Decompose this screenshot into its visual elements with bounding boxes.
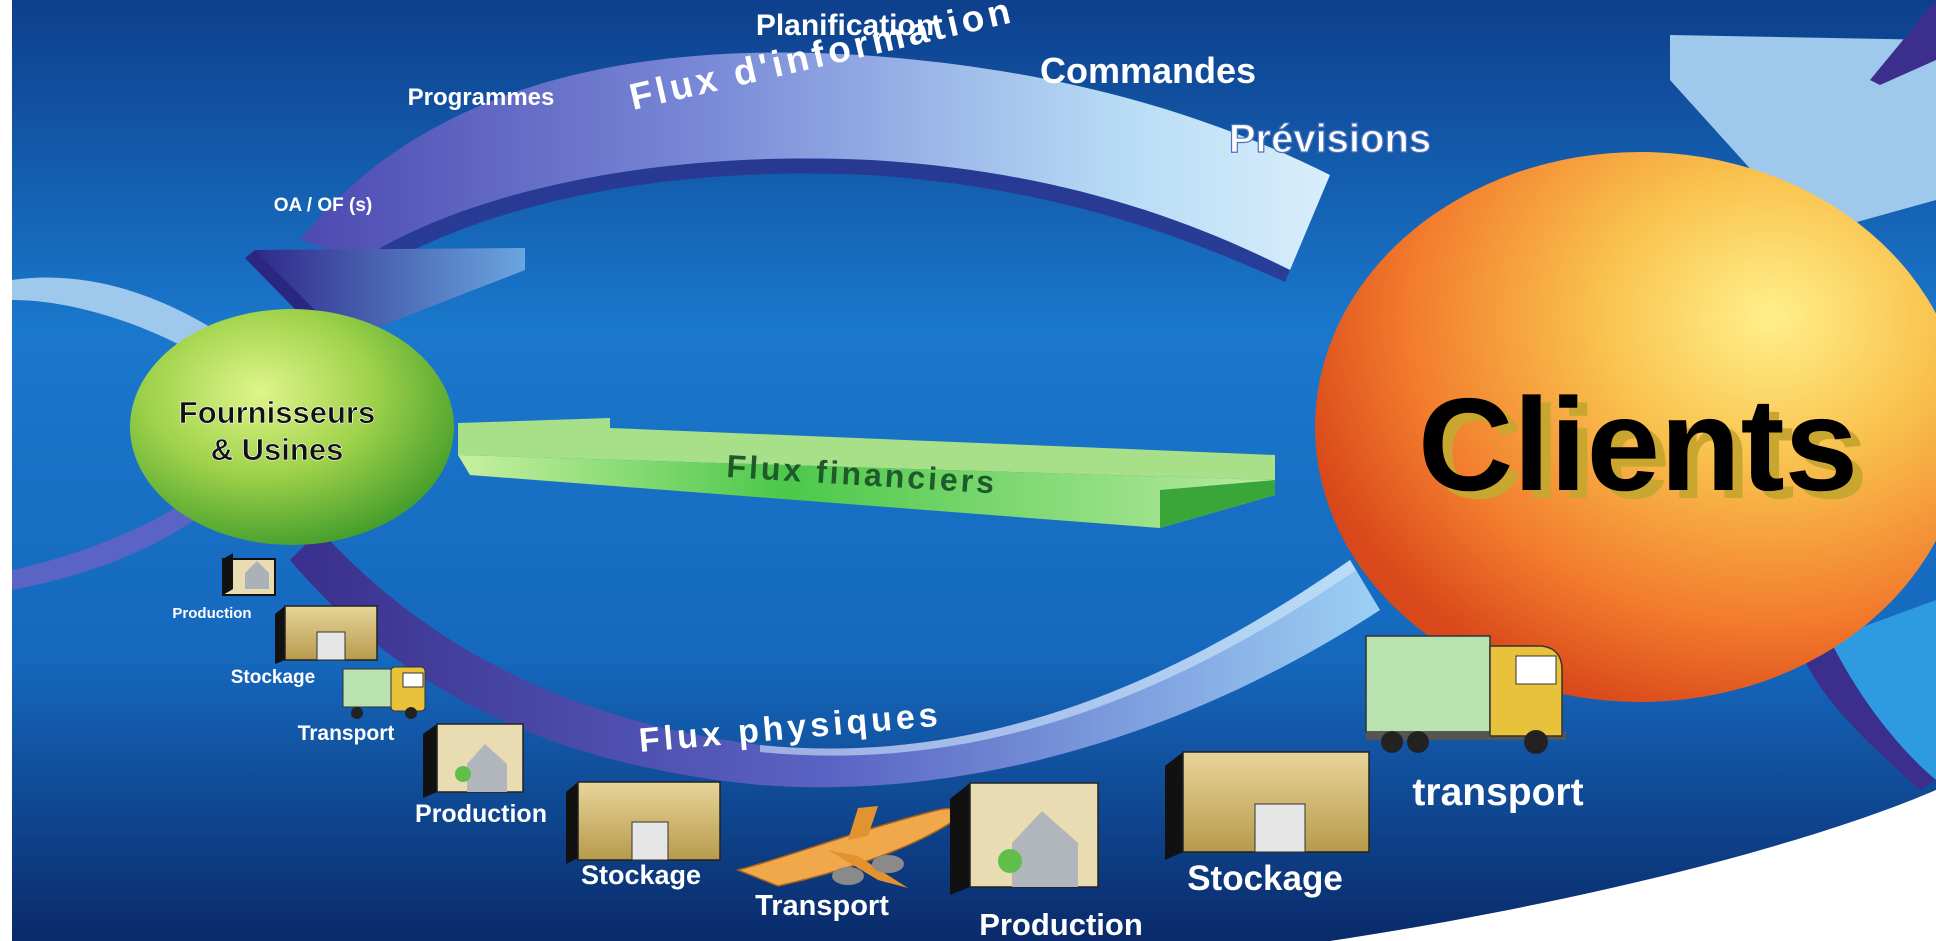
left-stream-top — [12, 277, 215, 345]
suppliers-label-line2: & Usines — [211, 432, 344, 467]
right-stream-edge — [1800, 640, 1936, 790]
clients-label: Clients — [1418, 371, 1858, 518]
warehouse-icon — [1165, 751, 1370, 860]
suppliers-label-line1: Fournisseurs — [179, 395, 375, 430]
step-label-transport-1: Transport — [298, 722, 395, 745]
clients-node — [1315, 152, 1936, 702]
factory-icon — [950, 782, 1099, 895]
physical-steps: Production Stockage Transport Production — [172, 553, 1584, 941]
step-label-production-1: Production — [172, 605, 251, 622]
step-label-production-3: Production — [979, 907, 1143, 941]
left-stream-bottom — [12, 505, 195, 590]
financial-flow-arrow — [458, 418, 1275, 528]
info-item-planification: Planification — [756, 9, 934, 42]
suppliers-node — [130, 309, 454, 545]
info-item-programmes: Programmes — [408, 84, 555, 111]
truck-icon — [1365, 635, 1566, 754]
step-label-transport-2: Transport — [755, 890, 889, 922]
info-item-previsions: Prévisions — [1229, 117, 1431, 161]
step-label-transport-3: transport — [1412, 771, 1583, 814]
warehouse-icon — [566, 781, 721, 864]
step-label-stockage-2: Stockage — [581, 860, 701, 890]
step-label-production-2: Production — [415, 800, 547, 828]
physical-flow-arrow — [290, 530, 1380, 788]
info-item-oa-of: OA / OF (s) — [274, 195, 373, 216]
step-label-stockage-1: Stockage — [231, 667, 315, 688]
white-corner — [1330, 790, 1936, 941]
clients-label-shadow: Clients — [1428, 379, 1868, 526]
step-label-stockage-3: Stockage — [1187, 859, 1343, 898]
info-item-commandes: Commandes — [1040, 50, 1256, 91]
right-incoming-arrow — [1670, 0, 1936, 235]
warehouse-icon — [275, 605, 378, 664]
factory-icon — [423, 723, 524, 798]
truck-icon — [342, 666, 426, 719]
factory-icon — [222, 553, 276, 596]
